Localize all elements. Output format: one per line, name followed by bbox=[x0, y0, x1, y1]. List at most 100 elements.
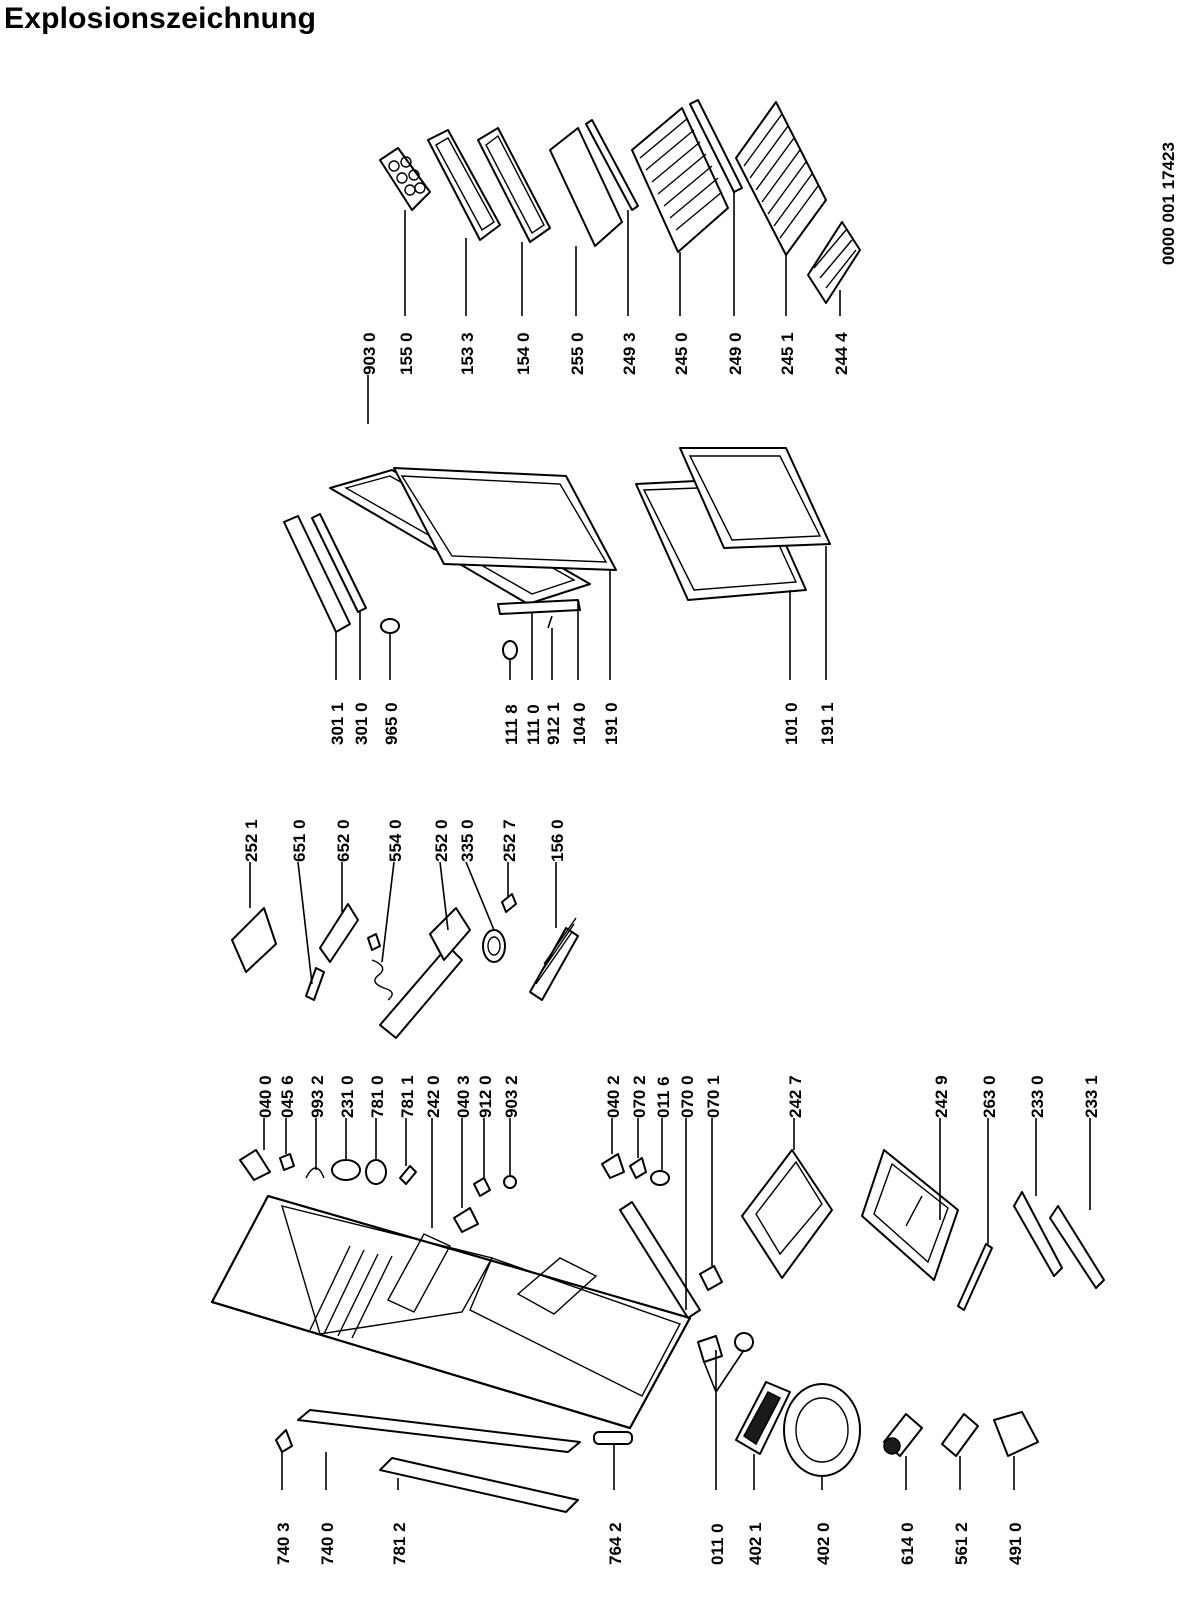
part-label-2429: 242 9 bbox=[932, 1075, 951, 1118]
part-label-0400: 040 0 bbox=[256, 1075, 275, 1118]
part-label-0456: 045 6 bbox=[278, 1075, 297, 1118]
hinge-pin-bottom bbox=[697, 1332, 754, 1363]
capillary-tube bbox=[367, 933, 393, 1001]
hinge-lower bbox=[601, 1153, 625, 1179]
spring-clip bbox=[305, 1167, 325, 1179]
part-label-6510: 651 0 bbox=[290, 819, 309, 862]
part-label-9120: 912 0 bbox=[476, 1075, 495, 1118]
part-label-9932: 993 2 bbox=[308, 1075, 327, 1118]
drawer-cover-strip bbox=[957, 1243, 993, 1311]
hinge-upper bbox=[239, 1149, 271, 1181]
lamp-small bbox=[399, 1165, 417, 1185]
part-label-7642: 764 2 bbox=[606, 1522, 625, 1565]
lamp-socket bbox=[331, 1159, 361, 1181]
shelf-edge-strip bbox=[689, 99, 743, 193]
part-label-1118: 111 8 bbox=[502, 704, 521, 745]
crisper-drawer-upper bbox=[741, 1149, 833, 1279]
lamp-cover bbox=[231, 907, 277, 973]
part-label-0700: 070 0 bbox=[678, 1075, 697, 1118]
door-shelf-lower bbox=[477, 127, 551, 243]
part-label-3010: 301 0 bbox=[352, 702, 371, 745]
crisper-drawer-lower bbox=[861, 1149, 959, 1281]
part-label-1911: 191 1 bbox=[818, 702, 837, 745]
screw-903 bbox=[503, 1175, 517, 1189]
cabinet-side-panel bbox=[297, 1409, 581, 1453]
screw-912 bbox=[473, 1177, 491, 1197]
part-label-0116: 011 6 bbox=[654, 1076, 673, 1118]
part-label-2630: 263 0 bbox=[980, 1075, 999, 1118]
hinge-bushing bbox=[279, 1153, 295, 1171]
light-switch-housing bbox=[379, 907, 471, 1039]
part-label-2550: 255 0 bbox=[568, 332, 587, 375]
hinge-lower-bracket bbox=[629, 1157, 647, 1179]
part-label-2490: 249 0 bbox=[726, 332, 745, 375]
part-label-0402: 040 2 bbox=[604, 1075, 623, 1118]
part-label-1533: 153 3 bbox=[458, 332, 477, 375]
drain-tube bbox=[593, 1431, 633, 1445]
door-shelf-upper bbox=[427, 129, 501, 241]
hinge-middle bbox=[453, 1207, 479, 1233]
thermostat bbox=[319, 903, 359, 963]
shelf-trim-strip bbox=[585, 119, 639, 211]
part-label-0110: 011 0 bbox=[708, 1523, 727, 1565]
door-handle-strip-inner bbox=[311, 513, 367, 613]
door-stop bbox=[275, 1429, 293, 1453]
wire-shelf-lower bbox=[735, 101, 827, 256]
door-gasket-upper bbox=[393, 467, 617, 571]
lamp-holder bbox=[365, 1159, 387, 1185]
glass-shelf bbox=[549, 127, 623, 247]
compressor-mount bbox=[735, 1381, 791, 1455]
part-label-1040: 104 0 bbox=[570, 702, 589, 745]
part-label-2520: 252 0 bbox=[432, 819, 451, 862]
overload-protector bbox=[941, 1413, 979, 1457]
freezer-flap bbox=[529, 917, 579, 1001]
wire-shelf-upper bbox=[631, 107, 729, 253]
part-label-2521: 252 1 bbox=[242, 819, 261, 862]
part-label-2527: 252 7 bbox=[500, 819, 519, 862]
door-hinge-cover bbox=[380, 618, 400, 634]
part-label-0403: 040 3 bbox=[454, 1075, 473, 1118]
part-label-7810: 781 0 bbox=[368, 1075, 387, 1118]
part-label-6140: 614 0 bbox=[898, 1522, 917, 1565]
document-number: 0000 001 17423 bbox=[1159, 142, 1178, 265]
part-label-9032: 903 2 bbox=[502, 1075, 521, 1118]
part-label-4910: 491 0 bbox=[1006, 1522, 1025, 1565]
drawer-rail-right bbox=[1049, 1205, 1105, 1289]
fridge-cabinet bbox=[211, 1195, 691, 1429]
base-cover bbox=[699, 1265, 723, 1291]
small-grid-shelf bbox=[807, 221, 861, 304]
part-label-1560: 156 0 bbox=[548, 819, 567, 862]
part-label-1540: 154 0 bbox=[514, 332, 533, 375]
part-label-2451: 245 1 bbox=[778, 332, 797, 375]
door-pin bbox=[547, 615, 553, 629]
part-label-7403: 740 3 bbox=[274, 1522, 293, 1565]
part-label-2427: 242 7 bbox=[786, 1075, 805, 1118]
door-handle-strip-outer bbox=[283, 515, 351, 633]
door-bushing bbox=[502, 640, 518, 660]
part-label-9030: 903 0 bbox=[360, 332, 379, 375]
door-hinge-plate bbox=[497, 599, 581, 615]
switch-cap bbox=[501, 893, 517, 913]
part-label-1910: 191 0 bbox=[602, 702, 621, 745]
part-label-7812: 781 2 bbox=[390, 1522, 409, 1565]
part-label-2331: 233 1 bbox=[1082, 1075, 1101, 1118]
part-label-9121: 912 1 bbox=[544, 702, 563, 745]
terminal-cover bbox=[993, 1411, 1039, 1457]
part-label-2493: 249 3 bbox=[620, 332, 639, 375]
part-label-2330: 233 0 bbox=[1028, 1075, 1047, 1118]
part-label-1110: 111 0 bbox=[524, 704, 543, 745]
part-label-1010: 101 0 bbox=[782, 702, 801, 745]
part-label-7400: 740 0 bbox=[318, 1522, 337, 1565]
part-label-5612: 561 2 bbox=[952, 1522, 971, 1565]
lamp-bulb bbox=[305, 967, 325, 1001]
part-label-3350: 335 0 bbox=[458, 819, 477, 862]
compressor bbox=[783, 1383, 861, 1477]
part-label-0701: 070 1 bbox=[704, 1075, 723, 1118]
back-cover-strip bbox=[379, 1457, 579, 1513]
page-title: Explosionszeichnung bbox=[4, 2, 317, 35]
part-label-5540: 554 0 bbox=[386, 819, 405, 862]
part-label-0702: 070 2 bbox=[630, 1075, 649, 1118]
base-rail bbox=[619, 1201, 701, 1319]
part-label-2420: 242 0 bbox=[424, 1075, 443, 1118]
